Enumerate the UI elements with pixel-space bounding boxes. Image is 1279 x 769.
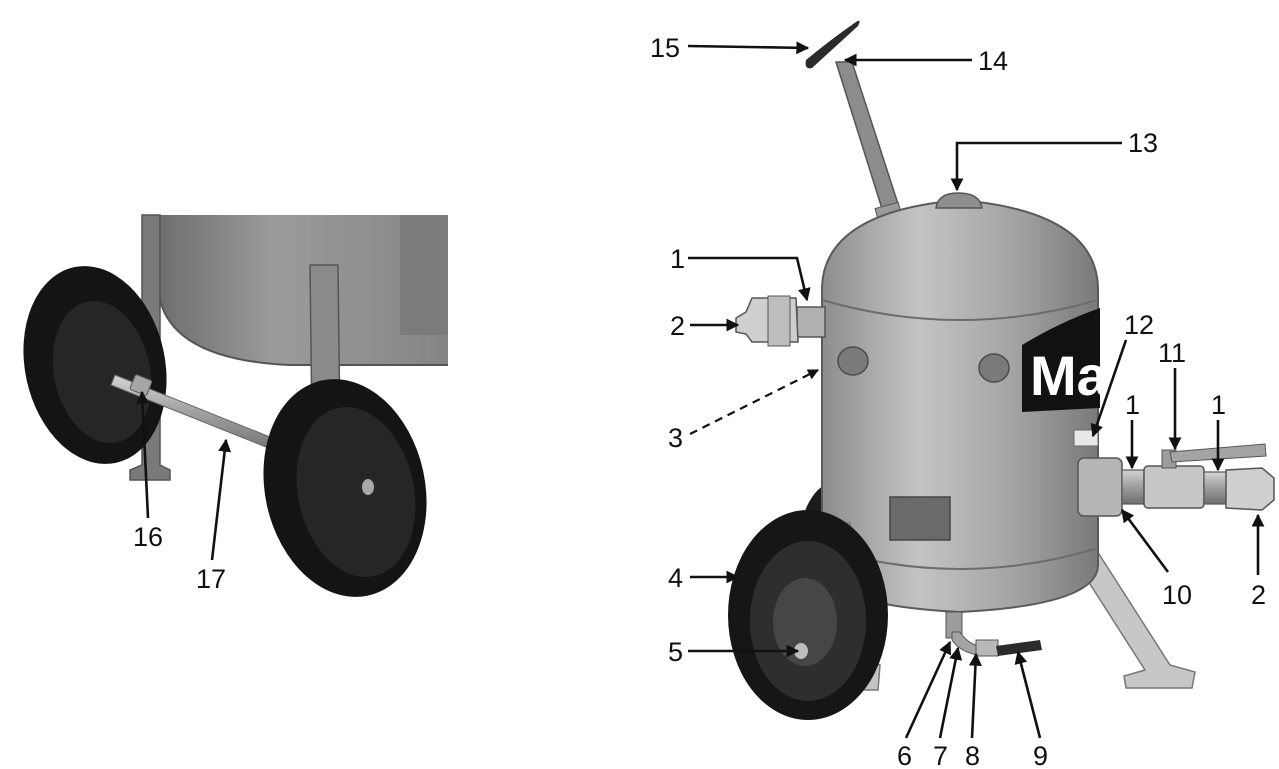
leader-13 xyxy=(950,141,1122,192)
callout-9: 9 xyxy=(1033,741,1048,769)
detail-hub-cap xyxy=(362,479,374,495)
right-coupling xyxy=(1225,467,1275,511)
support-leg xyxy=(1063,539,1196,689)
ball-valve-body xyxy=(1143,465,1205,509)
callout-12: 12 xyxy=(1124,310,1154,340)
callout-2-right: 2 xyxy=(1251,580,1266,610)
leader-7 xyxy=(938,646,963,739)
callout-15: 15 xyxy=(650,33,680,63)
callout-1-left: 1 xyxy=(670,244,685,274)
left-nipple xyxy=(796,306,826,338)
callout-17: 17 xyxy=(196,564,226,594)
handle-tube xyxy=(834,61,901,216)
leader-6 xyxy=(904,640,952,739)
outlet-bushing xyxy=(1077,457,1123,517)
callout-11: 11 xyxy=(1158,338,1186,368)
callout-labels: 15 14 13 1 2 3 12 11 1 1 10 2 4 5 6 7 8 … xyxy=(133,33,1266,769)
outlet-nipple-1 xyxy=(1121,469,1145,505)
callout-14: 14 xyxy=(978,46,1008,76)
drain-handle xyxy=(996,640,1042,656)
leader-9 xyxy=(1014,650,1042,739)
callout-1-right-a: 1 xyxy=(1125,390,1140,420)
callout-1-right-b: 1 xyxy=(1211,390,1226,420)
leader-15 xyxy=(687,41,810,55)
callout-8: 8 xyxy=(965,741,980,769)
brand-decal: Ma xyxy=(1022,308,1109,412)
leader-17 xyxy=(210,438,232,561)
callout-4: 4 xyxy=(668,563,683,593)
callout-7: 7 xyxy=(933,741,948,769)
callout-13: 13 xyxy=(1128,128,1158,158)
handle-grip xyxy=(805,20,860,69)
leader-16 xyxy=(136,390,150,519)
right-port xyxy=(978,353,1010,383)
outlet-nipple-2 xyxy=(1203,471,1229,505)
leader-3 xyxy=(689,369,819,435)
leader-10 xyxy=(1120,508,1170,573)
blast-pot-main-view: Ma xyxy=(728,20,1275,720)
detail-tank-bottom-curve xyxy=(160,300,448,395)
leader-8 xyxy=(968,652,982,739)
axle-detail-view xyxy=(23,214,448,597)
drain-elbow xyxy=(951,631,979,656)
leader-1-left xyxy=(688,256,811,302)
data-plate xyxy=(889,496,951,541)
callout-3: 3 xyxy=(668,423,683,453)
top-inlet xyxy=(935,192,983,209)
leader-12 xyxy=(1090,339,1128,438)
callout-16: 16 xyxy=(133,522,163,552)
leader-lines xyxy=(136,41,1265,739)
left-port xyxy=(837,346,869,376)
callout-6: 6 xyxy=(897,741,912,769)
callout-5: 5 xyxy=(668,637,683,667)
drain-valve xyxy=(975,639,999,657)
brand-label: Ma xyxy=(1030,344,1109,407)
callout-2-left: 2 xyxy=(670,311,685,341)
callout-10: 10 xyxy=(1162,580,1192,610)
